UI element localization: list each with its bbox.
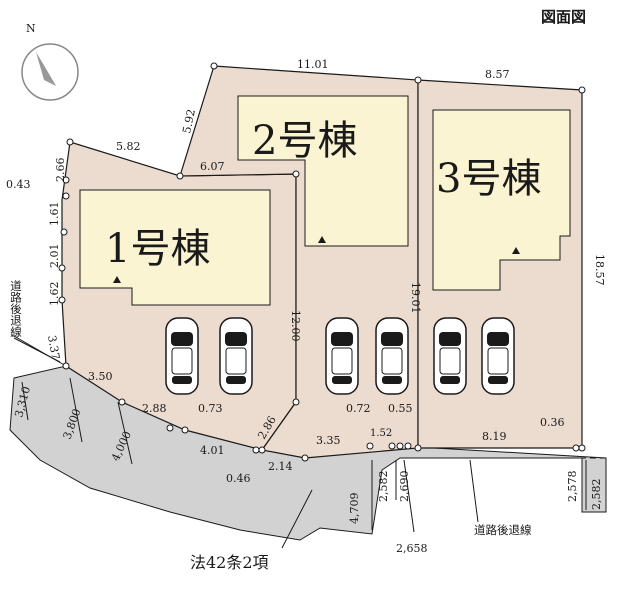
dim-front-073: 0.73 — [198, 402, 223, 415]
road-width-2658: 2,658 — [396, 542, 428, 555]
road-width-2690: 2,690 — [398, 471, 411, 503]
road-width-2582b: 2,582 — [590, 479, 603, 511]
dim-lot1-right: 12.00 — [289, 310, 302, 342]
law-label: 法42条2項 — [190, 553, 269, 572]
building-1-footprint — [79, 189, 271, 306]
dim-lot3-right: 18.57 — [593, 254, 606, 286]
survey-point — [176, 172, 184, 180]
survey-point — [292, 398, 300, 406]
survey-point — [62, 192, 70, 200]
survey-point — [414, 444, 422, 452]
building-2-label: 2号棟 — [252, 118, 357, 164]
survey-point — [292, 170, 300, 178]
entrance-marker-1 — [113, 276, 121, 283]
car-icon — [481, 317, 515, 395]
road-width-4709: 4,709 — [348, 493, 361, 525]
survey-point — [388, 442, 396, 450]
dim-front-819: 8.19 — [482, 430, 507, 443]
building-2-footprint — [237, 95, 409, 247]
dim-front-152: 1.52 — [370, 428, 392, 439]
road-width-2578: 2,578 — [566, 471, 579, 503]
survey-point — [366, 442, 374, 450]
survey-point — [404, 442, 412, 450]
dim-left-043: 0.43 — [6, 178, 31, 191]
survey-point — [62, 176, 70, 184]
north-label: N — [26, 22, 36, 35]
survey-point — [66, 138, 74, 146]
survey-point — [62, 362, 70, 370]
dim-front-350: 3.50 — [88, 370, 113, 383]
setback-label-bottom: 道路後退線 — [474, 523, 532, 537]
survey-points — [58, 62, 586, 462]
north-arrow-icon: N — [21, 22, 79, 101]
dim-front-401: 4.01 — [200, 444, 225, 457]
survey-point — [252, 446, 260, 454]
dim-front-335: 3.35 — [316, 434, 341, 447]
dim-front-046: 0.46 — [226, 472, 251, 485]
dim-lot1-top-right: 6.07 — [200, 160, 225, 173]
survey-point — [58, 264, 66, 272]
dim-lot1-top: 5.82 — [116, 140, 141, 153]
dim-left-337: 3.37 — [45, 334, 62, 360]
entrance-marker-3 — [512, 247, 520, 254]
car-icon — [325, 317, 359, 395]
dimension-arrows — [21, 377, 587, 533]
dim-front-055: 0.55 — [388, 402, 413, 415]
parking-cars — [165, 317, 515, 395]
road-width-2582a: 2,582 — [377, 471, 390, 503]
dim-front-214: 2.14 — [268, 460, 293, 473]
survey-point — [166, 424, 174, 432]
survey-point — [181, 426, 189, 434]
car-icon — [219, 317, 253, 395]
dim-front-072: 0.72 — [346, 402, 371, 415]
car-icon — [433, 317, 467, 395]
survey-point — [58, 296, 66, 304]
survey-point — [572, 444, 580, 452]
dim-front-036: 0.36 — [540, 416, 565, 429]
survey-point — [578, 444, 586, 452]
car-icon — [375, 317, 409, 395]
dim-left-161: 1.61 — [48, 202, 61, 227]
building-1-label: 1号棟 — [105, 226, 210, 272]
survey-point — [258, 446, 266, 454]
dim-top-lot3: 8.57 — [485, 68, 510, 81]
setback-label-left: 道路後退線 — [9, 279, 23, 337]
survey-point — [210, 62, 218, 70]
dim-lot2-right: 19.01 — [409, 282, 422, 314]
building-3-label: 3号棟 — [436, 156, 541, 202]
survey-point — [301, 454, 309, 462]
page-title: 図面図 — [541, 8, 586, 26]
survey-point — [578, 86, 586, 94]
dim-left-162: 1.62 — [48, 282, 61, 307]
dim-left-201: 2.01 — [48, 244, 61, 269]
survey-point — [396, 442, 404, 450]
car-icon — [165, 317, 199, 395]
dim-left-266: 2.66 — [54, 158, 67, 183]
entrance-marker-2 — [318, 236, 326, 243]
building-3-footprint — [432, 109, 571, 291]
dim-front-288: 2.88 — [142, 402, 167, 415]
dim-top-lot2: 11.01 — [297, 58, 329, 71]
survey-point — [60, 228, 68, 236]
dim-lot2-left-slant: 5.92 — [180, 108, 198, 135]
survey-point — [118, 398, 126, 406]
survey-point — [414, 76, 422, 84]
